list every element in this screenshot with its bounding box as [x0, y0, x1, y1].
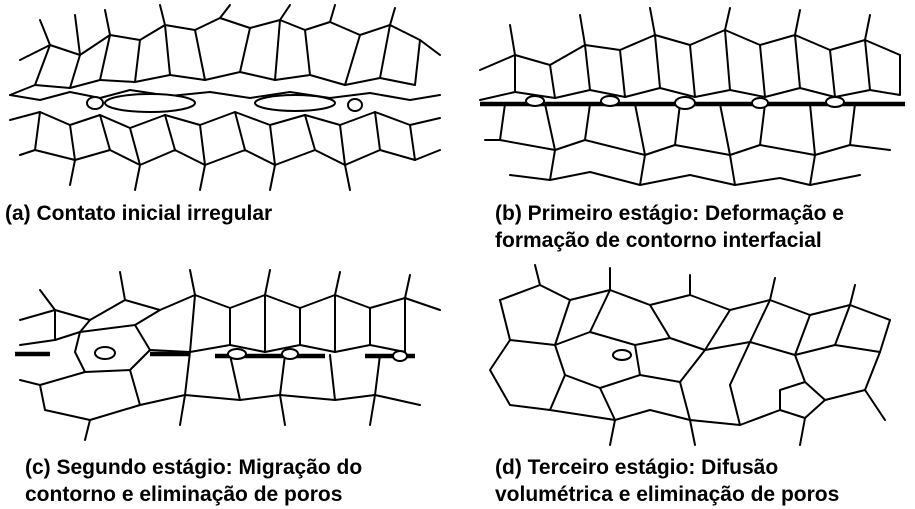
grain-structure-d: [489, 264, 891, 446]
panel-a: (a) Contato inicial irregular: [0, 0, 460, 250]
caption-b: (b) Primeiro estágio: Deformação e forma…: [495, 200, 844, 254]
caption-c-line-1: (c) Segundo estágio: Migração do: [25, 456, 363, 479]
panel-b: (b) Primeiro estágio: Deformação e forma…: [460, 0, 915, 252]
caption-a: (a) Contato inicial irregular: [5, 200, 272, 227]
caption-c-line-2: contorno e eliminação de poros: [25, 483, 343, 506]
grain-structure-a: [9, 4, 441, 191]
caption-d-line-2: volumétrica e eliminação de poros: [495, 483, 840, 506]
caption-d-line-1: (d) Terceiro estágio: Difusão: [495, 456, 779, 479]
panel-d: (d) Terceiro estágio: Difusão volumétric…: [460, 260, 915, 509]
grain-structure-c: [15, 269, 441, 441]
caption-b-line-1: (b) Primeiro estágio: Deformação e: [495, 202, 844, 225]
panel-c: (c) Segundo estágio: Migração do contorn…: [0, 260, 460, 509]
caption-d: (d) Terceiro estágio: Difusão volumétric…: [495, 454, 839, 508]
caption-c: (c) Segundo estágio: Migração do contorn…: [25, 454, 362, 508]
grain-structure-b: [479, 7, 905, 186]
caption-b-line-2: formação de contorno interfacial: [495, 229, 822, 252]
caption-a-line-1: (a) Contato inicial irregular: [5, 202, 273, 225]
